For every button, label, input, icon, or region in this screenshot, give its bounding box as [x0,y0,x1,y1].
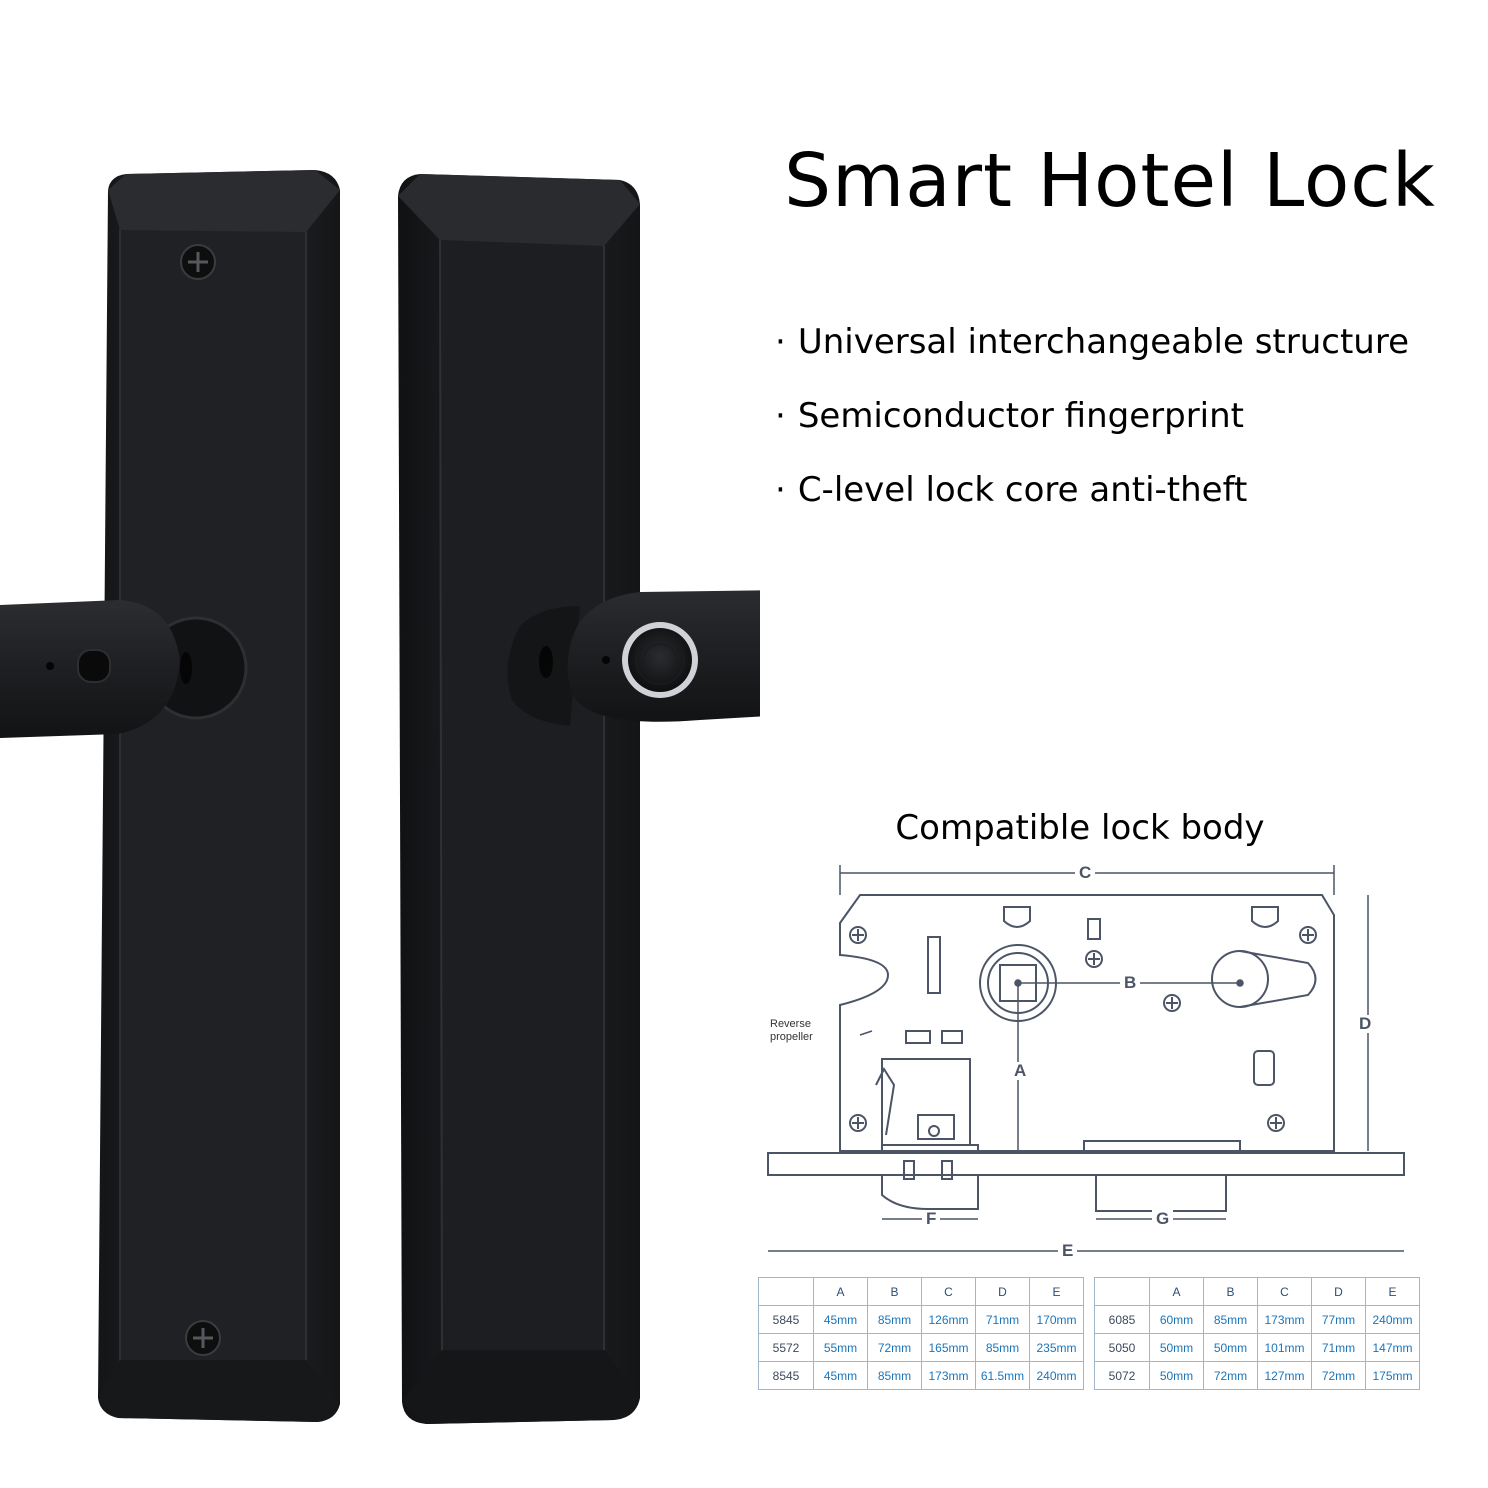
product-title: Smart Hotel Lock [784,138,1436,224]
right-lock-plate [398,174,640,1424]
diagram-title: Compatible lock body [895,808,1265,848]
table-row: 8545 45mm 85mm 173mm 61.5mm 240mm [758,1361,1084,1390]
dimension-label-d: D [1355,1015,1376,1033]
screw-icon [185,1320,221,1356]
table-row: 5572 55mm 72mm 165mm 85mm 235mm [758,1333,1084,1362]
left-lock-plate [98,170,340,1422]
dimension-label-e: E [1058,1242,1078,1260]
left-lock-handle [0,600,248,738]
feature-list: ·Universal interchangeable structure ·Se… [775,305,1409,527]
dimension-label-c: C [1075,864,1096,882]
dimension-label-f: F [922,1210,941,1228]
feature-item: ·Universal interchangeable structure [775,322,1409,362]
table-header-row: A B C D E [1094,1277,1420,1306]
table-row: 5072 50mm 72mm 127mm 72mm 175mm [1094,1361,1420,1390]
feature-item: ·C-level lock core anti-theft [775,470,1248,510]
dimension-label-g: G [1152,1210,1174,1228]
spec-table-left: A B C D E 5845 45mm 85mm 126mm 71mm 170m… [758,1277,1084,1390]
table-row: 5845 45mm 85mm 126mm 71mm 170mm [758,1305,1084,1334]
screw-icon [180,244,216,280]
fingerprint-sensor-icon [622,622,698,698]
table-header-row: A B C D E [758,1277,1084,1306]
right-lock-handle [507,590,760,726]
dimension-label-a: A [1010,1062,1031,1080]
lock-body-diagram [767,865,1405,1252]
spec-table-right: A B C D E 6085 60mm 85mm 173mm 77mm 240m… [1094,1277,1420,1390]
dimension-label-b: B [1120,974,1141,992]
reverse-propeller-note: Reverse propeller [770,1018,813,1043]
table-row: 6085 60mm 85mm 173mm 77mm 240mm [1094,1305,1420,1334]
product-photo [0,170,760,1424]
table-row: 5050 50mm 50mm 101mm 71mm 147mm [1094,1333,1420,1362]
feature-item: ·Semiconductor fingerprint [775,396,1244,436]
